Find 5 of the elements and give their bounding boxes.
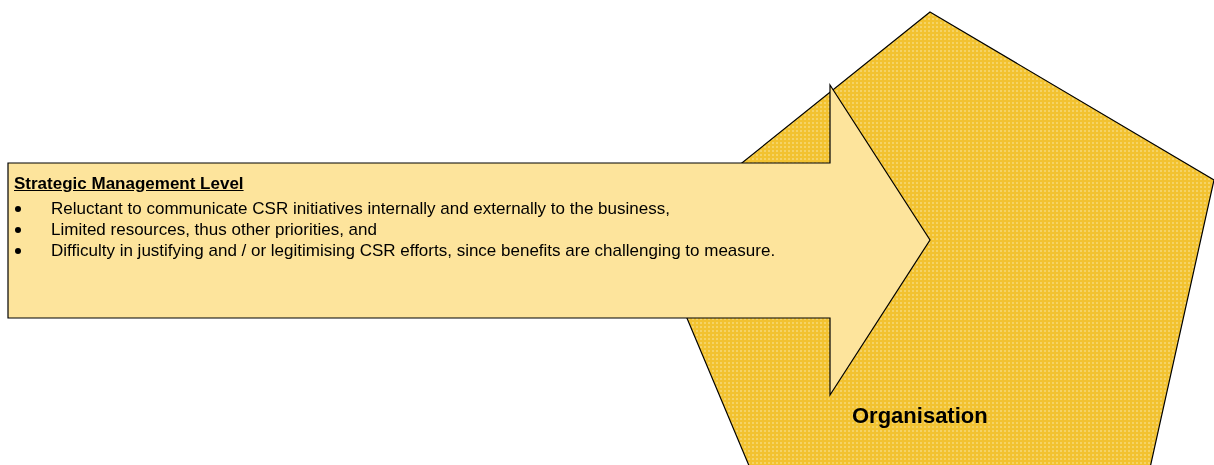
- bullet-item: Limited resources, thus other priorities, and: [10, 219, 870, 240]
- bullet-item: Reluctant to communicate CSR initiatives internally and externally to the business,: [10, 198, 870, 219]
- heading: Strategic Management Level: [14, 174, 245, 194]
- bullet-item: Difficulty in justifying and / or legitimising CSR efforts, since benefits are challenging to measure.: [10, 240, 870, 261]
- node-label: Organisation: [852, 403, 988, 429]
